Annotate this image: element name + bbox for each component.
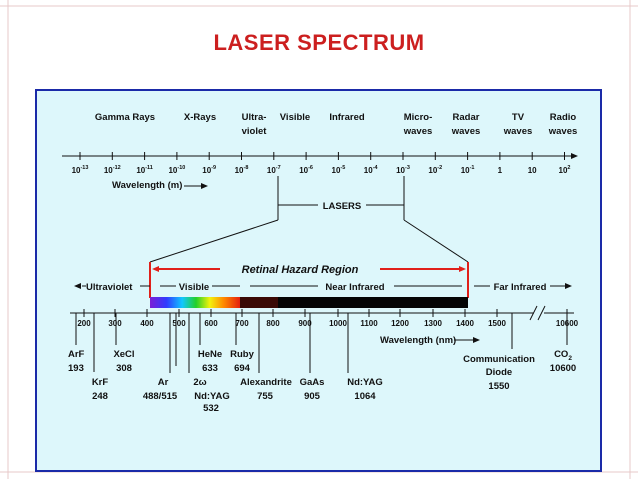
em-band-label: X-Rays <box>184 112 216 123</box>
em-band-label-line2: waves <box>503 126 533 137</box>
wavelength-m-tick-label: 10-9 <box>202 165 216 175</box>
laser-name-co2: CO2 <box>554 349 572 362</box>
region-visible-label: Visible <box>179 282 209 293</box>
laser-name-gaas: GaAs <box>300 377 325 388</box>
spectrum-red-edge-band <box>240 297 280 308</box>
wavelength-nm-tick-label: 400 <box>140 319 154 328</box>
laser-value-ruby: 694 <box>234 363 251 374</box>
region-far-infrared-label: Far Infrared <box>494 282 547 293</box>
retinal-hazard-arrow-left <box>152 266 159 272</box>
wavelength-m-axis-arrow <box>571 153 578 159</box>
laser-value-hene: 633 <box>202 363 218 374</box>
laser-value-nd-yag-1064: 1064 <box>354 391 376 402</box>
em-band-label-line2: waves <box>403 126 433 137</box>
wavelength-m-tick-label: 102 <box>559 165 571 175</box>
zoom-line-right <box>403 219 469 263</box>
wavelength-m-label-arrow <box>201 183 208 189</box>
laser-name-ar: Ar <box>158 377 169 388</box>
wavelength-m-tick-label: 10-11 <box>136 165 153 175</box>
em-band-label: Gamma Rays <box>95 112 155 123</box>
wavelength-nm-label: Wavelength (nm) <box>380 335 456 346</box>
wavelength-m-tick-label: 10-1 <box>461 165 475 175</box>
em-band-label: TV <box>512 112 525 123</box>
wavelength-m-tick-label: 1 <box>498 166 503 175</box>
em-band-label: Radio <box>550 112 577 123</box>
laser-name-diode: Diode <box>486 367 512 378</box>
laser-value-ar: 488/515 <box>143 391 178 402</box>
em-band-label: Ultra- <box>242 112 267 123</box>
lasers-label: LASERS <box>323 201 362 212</box>
wavelength-nm-tick-label: 700 <box>235 319 249 328</box>
spectrum-visible-band <box>150 297 242 308</box>
retinal-hazard-label: Retinal Hazard Region <box>242 264 359 276</box>
laser-name-alexandrite: Alexandrite <box>240 377 292 388</box>
laser-name-nd-yag-532: Nd:YAG <box>194 391 230 402</box>
wavelength-nm-tick-label: 1300 <box>424 319 442 328</box>
wavelength-m-tick-label: 10-2 <box>428 165 442 175</box>
fir-arrow-right <box>565 283 572 289</box>
laser-name-arf: ArF <box>68 349 85 360</box>
spectrum-near-infrared-band <box>278 297 468 308</box>
retinal-hazard-arrow-right <box>459 266 466 272</box>
wavelength-nm-tick-label: 900 <box>298 319 312 328</box>
wavelength-m-tick-label: 10-10 <box>168 165 185 175</box>
region-near-infrared-label: Near Infrared <box>325 282 384 293</box>
wavelength-m-tick-label: 10-7 <box>267 165 281 175</box>
wavelength-nm-tick-label: 300 <box>108 319 122 328</box>
laser-name-nd-yag-1064: Nd:YAG <box>347 377 383 388</box>
em-band-label: Micro- <box>404 112 433 123</box>
laser-name-communication: Communication <box>463 354 535 365</box>
wavelength-nm-label-arrow <box>473 337 480 343</box>
wavelength-m-tick-label: 10-8 <box>235 165 249 175</box>
wavelength-m-tick-label: 10-6 <box>299 165 313 175</box>
wavelength-nm-tick-label: 200 <box>77 319 91 328</box>
wavelength-nm-tick-label: 1500 <box>488 319 506 328</box>
laser-name-xecl: XeCl <box>113 349 134 360</box>
wavelength-nm-tick-label: 1100 <box>360 319 378 328</box>
laser-value-arf: 193 <box>68 363 84 374</box>
em-band-label-line2: waves <box>548 126 578 137</box>
laser-value-xecl: 308 <box>116 363 132 374</box>
slide-title: LASER SPECTRUM <box>213 30 425 55</box>
laser-value-co2: 10600 <box>550 363 576 374</box>
retinal-hazard-label-bg <box>220 259 380 275</box>
spectrum-panel <box>35 89 602 472</box>
em-band-label-line2: violet <box>242 126 268 137</box>
laser-name-2w: 2ω <box>193 377 206 388</box>
wavelength-nm-tick-label: 1200 <box>391 319 409 328</box>
laser-value-comm-diode: 1550 <box>488 381 509 392</box>
axis-break-slash <box>529 305 538 321</box>
laser-value-gaas: 905 <box>304 391 321 402</box>
em-band-label: Radar <box>453 112 480 123</box>
wavelength-m-label: Wavelength (m) <box>112 180 182 191</box>
wavelength-nm-tick-label: 800 <box>266 319 280 328</box>
wavelength-m-tick-label: 10-13 <box>72 165 89 175</box>
laser-value-nd-yag-532: 532 <box>203 403 219 414</box>
em-band-label: Visible <box>280 112 310 123</box>
wavelength-m-tick-label: 10-4 <box>364 165 379 175</box>
wavelength-m-tick-label: 10-12 <box>104 165 121 175</box>
laser-name-ruby: Ruby <box>230 349 254 360</box>
laser-name-krf: KrF <box>92 377 109 388</box>
wavelength-m-tick-label: 10 <box>528 166 537 175</box>
wavelength-nm-tick-label: 500 <box>172 319 186 328</box>
wavelength-nm-tick-label: 1400 <box>456 319 474 328</box>
em-band-label-line2: waves <box>451 126 481 137</box>
em-band-label: Infrared <box>329 112 365 123</box>
laser-value-alexandrite: 755 <box>257 391 274 402</box>
wavelength-m-tick-label: 10-5 <box>332 165 346 175</box>
wavelength-nm-tick-label: 600 <box>204 319 218 328</box>
axis-break-slash <box>537 305 546 321</box>
uv-arrow-left <box>74 283 81 289</box>
axis-break-gap <box>534 307 544 319</box>
wavelength-nm-tick-label: 1000 <box>329 319 347 328</box>
region-ultraviolet-label: Ultraviolet <box>86 282 133 293</box>
wavelength-m-tick-label: 10-3 <box>396 165 410 175</box>
laser-name-hene: HeNe <box>198 349 222 360</box>
zoom-line-left <box>149 219 279 263</box>
laser-value-krf: 248 <box>92 391 108 402</box>
